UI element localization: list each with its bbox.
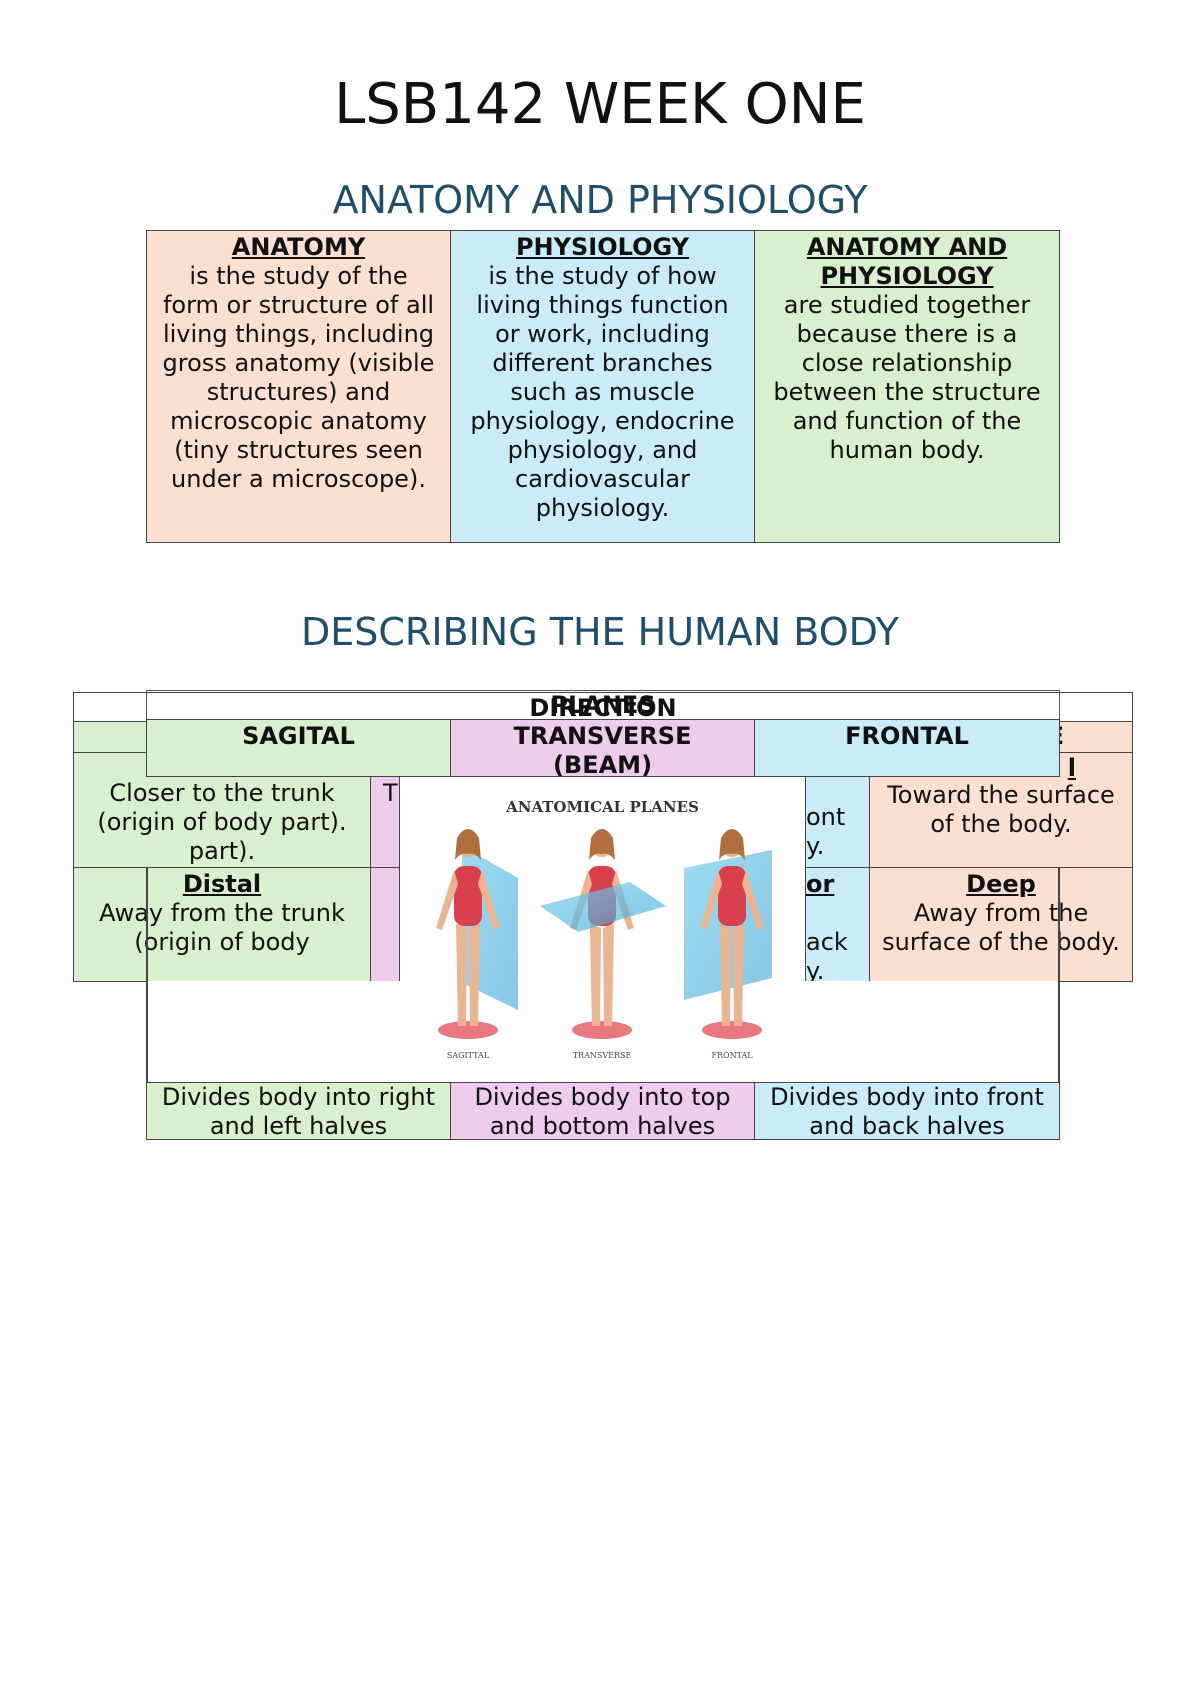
ack-fragment: ack xyxy=(806,928,848,956)
posterior-cell-fragment xyxy=(370,867,400,982)
label-sagittal: SAGITTAL xyxy=(446,1051,490,1060)
anatomy-term: ANATOMY xyxy=(231,233,366,261)
frontal-name: FRONTAL xyxy=(845,722,969,750)
frontal-figure xyxy=(684,829,772,1039)
frontal-description: Divides body into front and back halves xyxy=(770,1083,1044,1140)
planes-image-row-left-border xyxy=(146,868,148,1083)
sagittal-figure xyxy=(436,829,518,1039)
label-frontal: FRONTAL xyxy=(711,1051,753,1060)
transverse-header: TRANSVERSE (BEAM) xyxy=(450,719,755,777)
sagital-header: SAGITAL xyxy=(146,719,451,777)
anatomy-cell: ANATOMY is the study of the form or stru… xyxy=(146,230,451,543)
transverse-figure xyxy=(540,829,666,1039)
physiology-cell: PHYSIOLOGY is the study of how living th… xyxy=(450,230,755,543)
superficial-fragment: l xyxy=(1067,754,1076,782)
anatomy-definition: is the study of the form or structure of… xyxy=(162,262,435,493)
y-fragment-2: y. xyxy=(806,957,825,982)
transverse-description: Divides body into top and bottom halves xyxy=(474,1083,731,1140)
physiology-definition: is the study of how living things functi… xyxy=(470,262,735,522)
combined-definition: are studied together because there is a … xyxy=(773,291,1041,464)
anatomy-and-physiology-cell: ANATOMY AND PHYSIOLOGY are studied toget… xyxy=(754,230,1060,543)
physiology-term: PHYSIOLOGY xyxy=(515,233,690,261)
frontal-header: FRONTAL xyxy=(754,719,1060,777)
sagital-name: SAGITAL xyxy=(242,722,355,750)
deep-cell: Deep Away from the surface of the body. xyxy=(869,867,1133,982)
planes-image-row-right-border xyxy=(1058,868,1060,1083)
anatomical-planes-title: ANATOMICAL PLANES xyxy=(506,798,699,816)
planes-figures-svg xyxy=(436,829,772,1039)
transverse-description-cell: Divides body into top and bottom halves xyxy=(450,1082,755,1140)
transverse-name-line2: (BEAM) xyxy=(552,751,653,777)
distal-term: Distal xyxy=(182,870,262,898)
transverse-plane xyxy=(540,882,666,932)
frontal-description-cell: Divides body into front and back halves xyxy=(754,1082,1060,1140)
sagital-description-cell: Divides body into right and left halves xyxy=(146,1082,451,1140)
posterior-desc-fragment: or ack y. xyxy=(805,867,870,982)
document-title: LSB142 WEEK ONE xyxy=(334,72,866,137)
or-fragment: or xyxy=(806,870,835,898)
distal-cell: Distal Away from the trunk (origin of bo… xyxy=(73,867,371,982)
label-transverse: TRANSVERSE xyxy=(572,1051,632,1060)
transverse-name-line1: TRANSVERSE xyxy=(513,722,692,750)
distal-definition: Away from the trunk (origin of body xyxy=(99,899,345,956)
combined-term-line2: PHYSIOLOGY xyxy=(820,262,994,290)
superficial-definition: Toward the surface of the body. xyxy=(887,781,1115,838)
sagital-description: Divides body into right and left halves xyxy=(161,1083,436,1140)
combined-term-line1: ANATOMY AND xyxy=(806,233,1008,261)
section-heading-describing-body: DESCRIBING THE HUMAN BODY xyxy=(300,610,900,654)
planes-header: PLANES xyxy=(146,690,1060,720)
t-fragment: T xyxy=(383,779,398,807)
anatomical-planes-image: ANATOMICAL PLANES xyxy=(400,778,805,1078)
proximal-definition: Closer to the trunk (origin of body part… xyxy=(97,779,347,865)
deep-term: Deep xyxy=(966,870,1036,898)
ont-fragment: ont xyxy=(806,803,846,831)
section-heading-anatomy-physiology: ANATOMY AND PHYSIOLOGY xyxy=(332,178,868,222)
deep-definition: Away from the surface of the body. xyxy=(882,899,1120,956)
y-fragment-1: y. xyxy=(806,832,825,860)
